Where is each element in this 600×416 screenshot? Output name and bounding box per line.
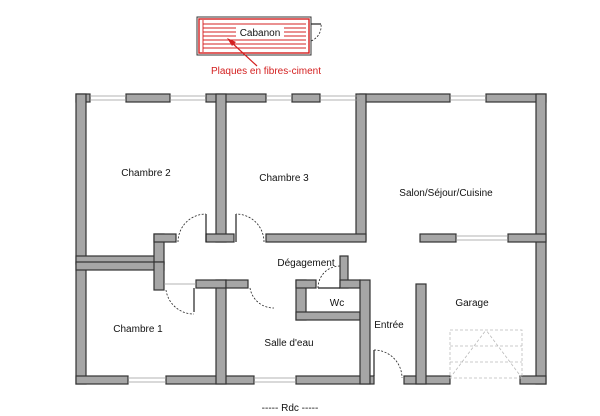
room-label-degagement: Dégagement: [277, 258, 334, 269]
room-label-wc: Wc: [330, 298, 344, 309]
level-caption: ----- Rdc -----: [262, 403, 319, 414]
walls: [75, 93, 547, 385]
doors: [165, 213, 403, 379]
cabanon-label: Cabanon: [240, 28, 281, 39]
cabanon-label-bg: [236, 27, 284, 38]
door-chambre1-swing: [165, 289, 195, 315]
cabanon-wall-red: [198, 18, 310, 54]
door-salle-eau-swing: [249, 287, 275, 309]
room-label-salon: Salon/Séjour/Cuisine: [399, 188, 493, 199]
door-entree-swing: [373, 349, 403, 379]
pointer-arrow-head: [227, 38, 236, 46]
room-label-chambre3: Chambre 3: [259, 173, 309, 184]
windows: [90, 95, 508, 383]
door-wc-swing: [317, 265, 341, 289]
room-label-chambre2: Chambre 2: [121, 168, 171, 179]
room-label-chambre1: Chambre 1: [113, 324, 163, 335]
door-chambre3-swing: [235, 213, 265, 243]
room-label-salle-eau: Salle d'eau: [264, 338, 313, 349]
door-chambre2-swing: [177, 213, 207, 243]
garage-door: [449, 329, 523, 379]
room-label-entree: Entrée: [374, 320, 404, 331]
cabanon-annex: Cabanon Plaques en fibres-ciment: [196, 16, 322, 77]
room-label-garage: Garage: [455, 298, 489, 309]
pointer-arrow-line: [230, 41, 258, 67]
fibre-cement-panels: [202, 20, 306, 52]
cabanon-door-swing: [310, 23, 322, 42]
material-note: Plaques en fibres-ciment: [211, 66, 321, 77]
